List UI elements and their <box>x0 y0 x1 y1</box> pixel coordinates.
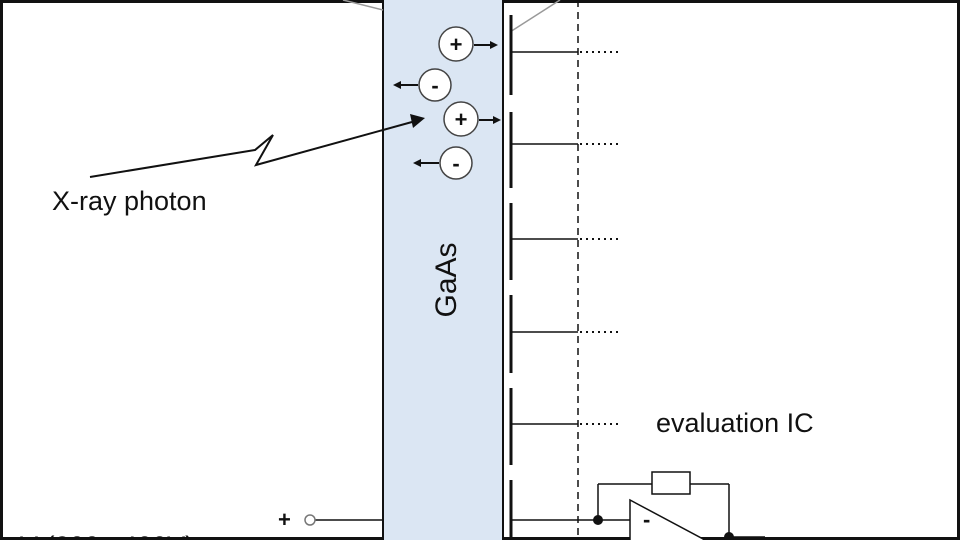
top-left-line <box>342 0 384 11</box>
input-node <box>593 515 603 525</box>
electron-2: - <box>413 146 473 180</box>
top-right-line <box>509 0 561 33</box>
bias-plus-sign: + <box>278 507 291 532</box>
hole-1: + <box>438 26 498 62</box>
amp-minus-sign: - <box>643 507 650 532</box>
xray-photon-label: X-ray photon <box>52 186 207 216</box>
electron-1-sign: - <box>431 73 438 98</box>
electron-2-sign: - <box>452 151 459 176</box>
hole-1-sign: + <box>450 32 463 57</box>
dotted-leads <box>580 51 618 425</box>
hole-2-sign: + <box>455 107 468 132</box>
bias-voltage-label: V (200...400V) <box>20 531 194 540</box>
output-node <box>724 532 734 540</box>
hole-2: + <box>443 101 501 137</box>
charge-carriers: + - + - <box>393 26 501 180</box>
bias-terminal <box>304 514 383 526</box>
electron-1: - <box>393 68 452 102</box>
evaluation-ic-label: evaluation IC <box>656 408 814 438</box>
electrode-leads <box>511 51 598 521</box>
xray-photon-arrow <box>89 114 425 178</box>
amplifier-circuit <box>597 471 765 540</box>
gaas-label: GaAs <box>430 242 463 317</box>
